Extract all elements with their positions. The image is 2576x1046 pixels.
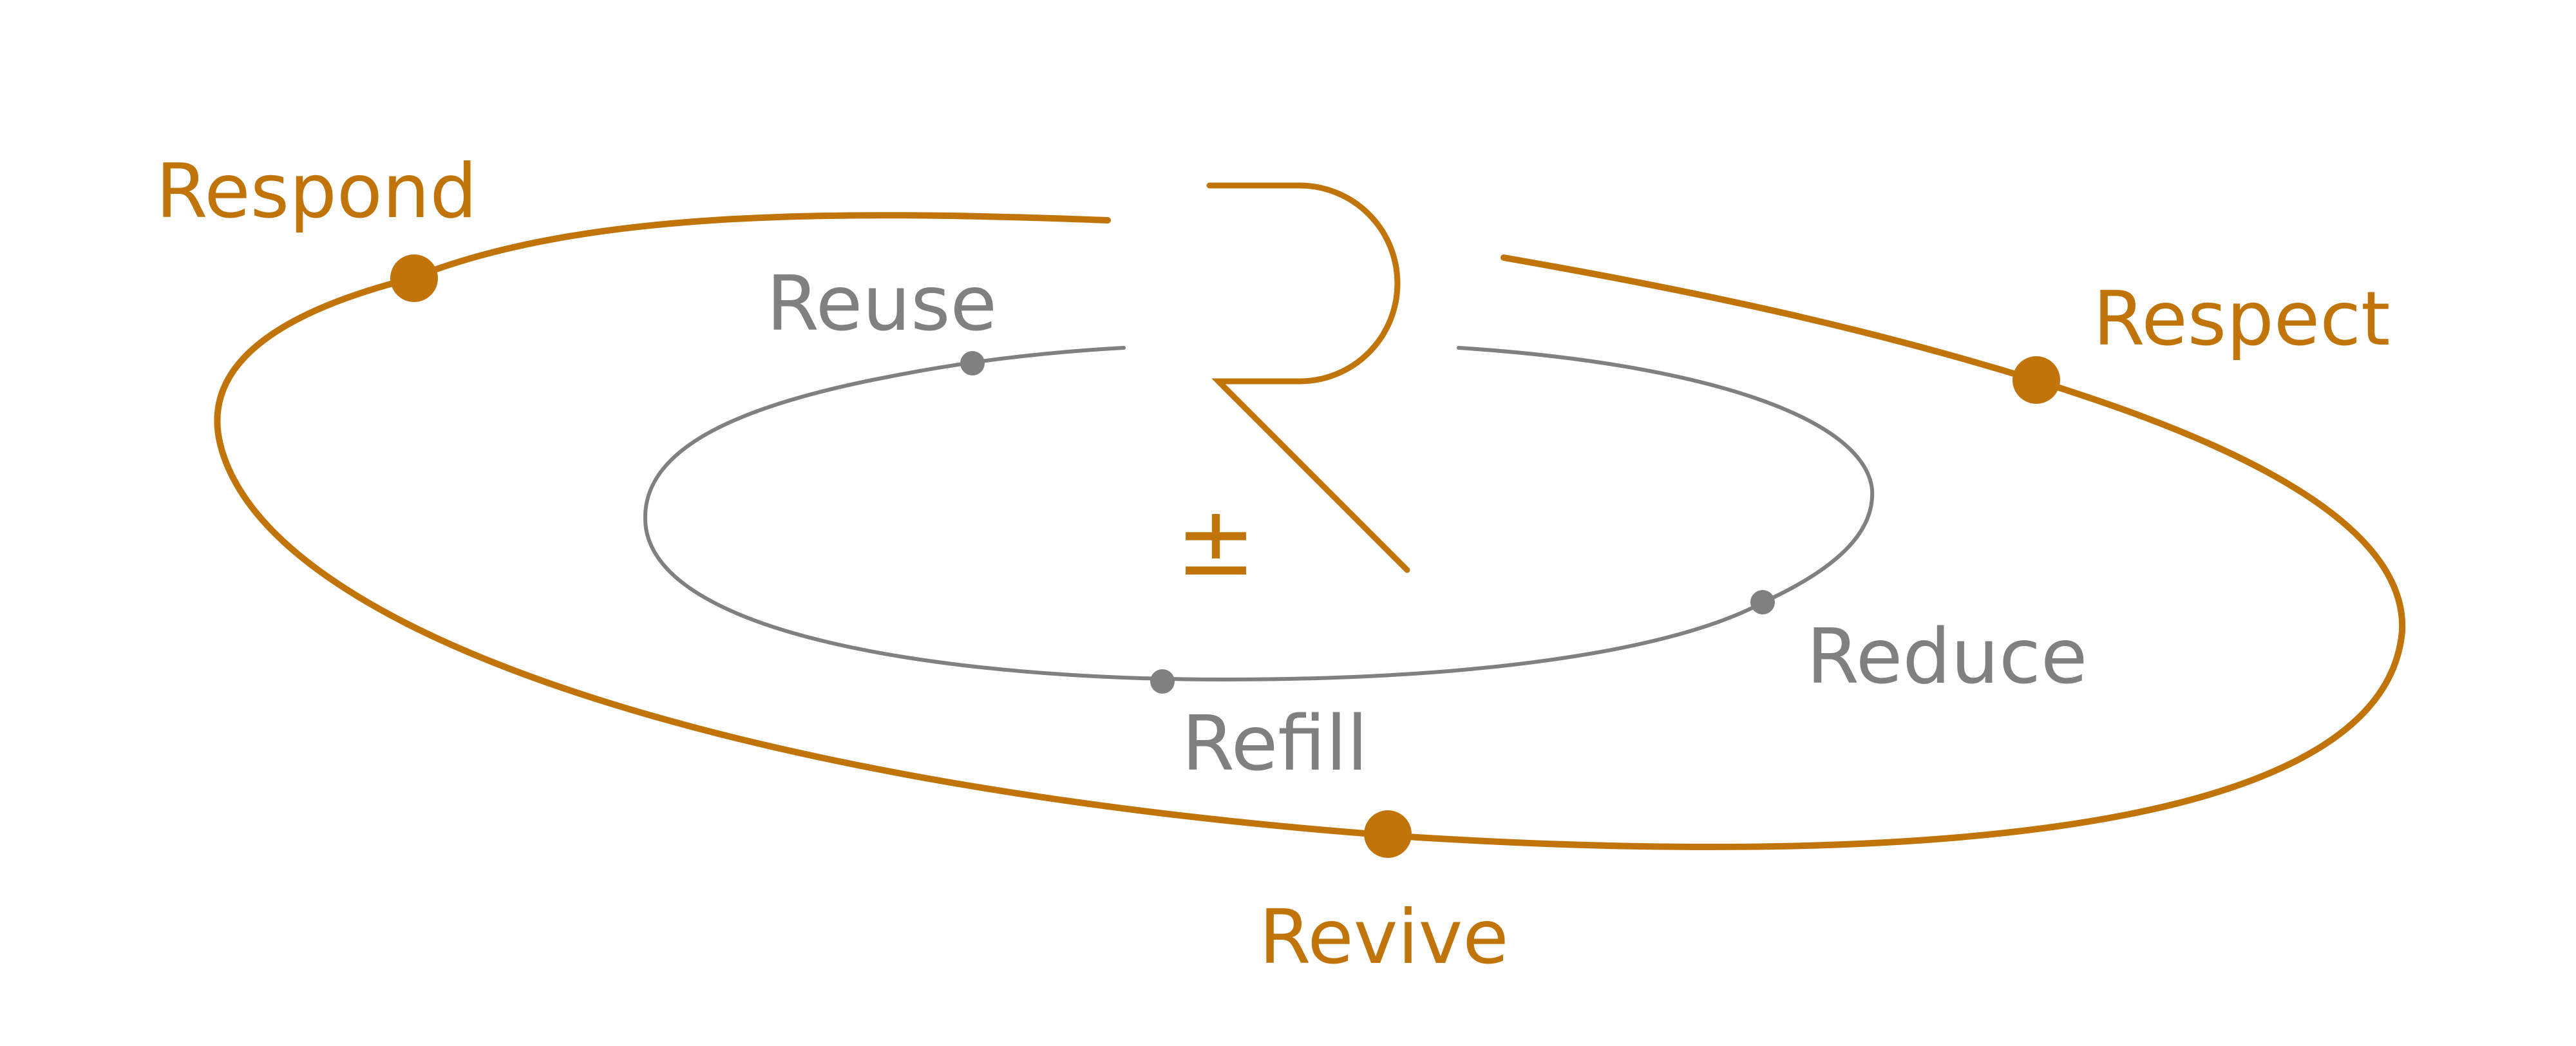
respond-node — [390, 254, 438, 302]
label-revive: Revive — [1259, 894, 1509, 981]
reuse-node — [960, 351, 985, 376]
inner-ring-arc — [643, 346, 1875, 682]
label-reduce: Reduce — [1806, 612, 2087, 701]
label-refill: Refill — [1182, 699, 1368, 788]
label-reuse: Reuse — [766, 259, 997, 348]
label-respect: Respect — [2093, 276, 2390, 363]
revive-node — [1364, 810, 1412, 858]
plus-minus-symbol: ± — [1175, 486, 1256, 598]
label-respond: Respond — [156, 148, 477, 235]
reduce-node — [1750, 590, 1775, 614]
refill-node — [1150, 669, 1175, 694]
r-logo-mark — [1206, 182, 1410, 573]
respect-node — [2012, 356, 2060, 404]
